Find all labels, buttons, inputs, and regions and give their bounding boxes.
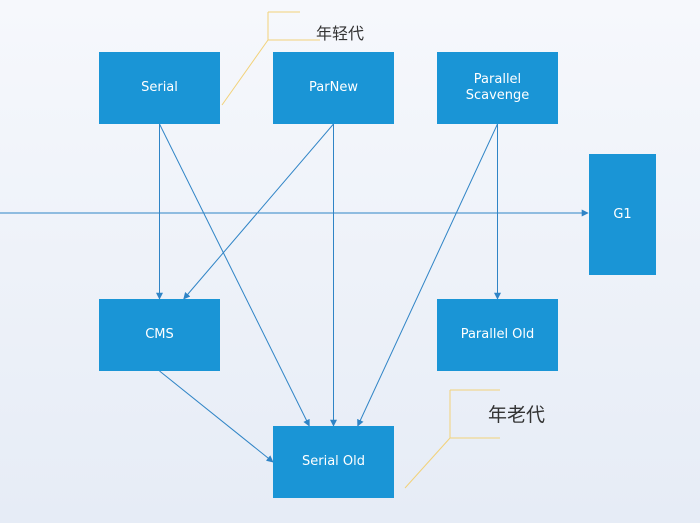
old-generation-label: 年老代 [488,404,546,426]
edge-layer [156,123,501,463]
edge-parnew-to-cms [183,123,334,300]
g1-label: G1 [613,206,632,222]
serial-old-label: Serial Old [301,454,365,469]
g1-node: G1 [589,154,656,275]
cms-label: CMS [145,327,174,342]
parnew-label: ParNew [309,80,358,95]
edge-cms-to-serial-old [159,370,274,463]
serial-label: Serial [141,80,178,95]
parallel-old-node: Parallel Old [437,299,558,371]
old-generation-callout [404,390,451,489]
callout-layer [221,11,500,489]
edge-serial-to-serial-old [159,123,310,427]
parnew-node: ParNew [273,52,394,124]
parallel-old-label: Parallel Old [460,327,535,342]
cms-node: CMS [99,299,220,371]
serial-node: Serial [99,52,220,124]
parallel-scavenge-node: Parallel Scavenge [437,52,558,124]
serial-old-node: Serial Old [273,426,394,498]
parallel-scavenge-label: Parallel Scavenge [465,72,530,103]
young-generation-callout [221,12,269,106]
young-generation-label: 年轻代 [316,24,365,43]
edge-parallel-scavenge-to-serial-old [357,123,498,427]
